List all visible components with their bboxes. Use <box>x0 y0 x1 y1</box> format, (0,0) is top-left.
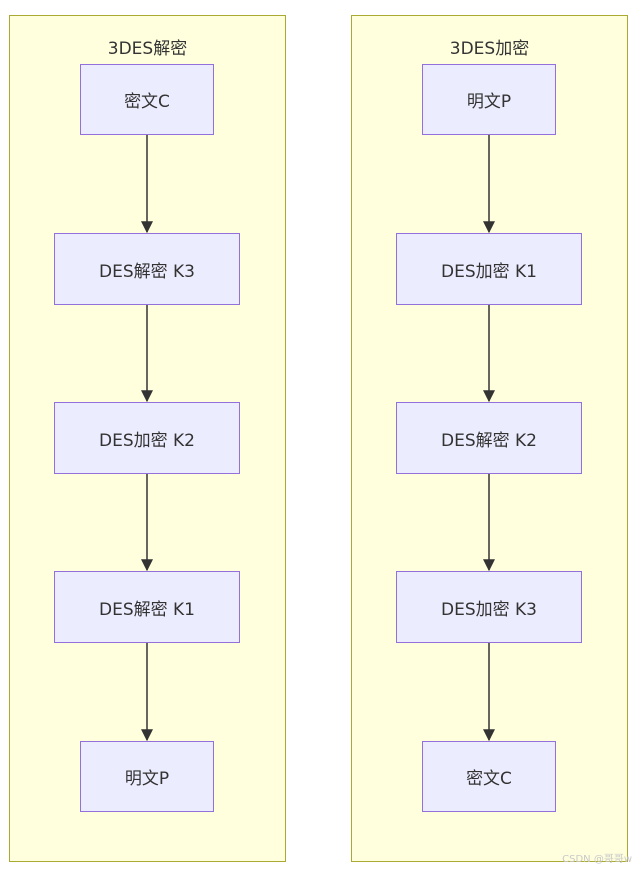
encrypt-node-des-decrypt-k2: DES解密 K2 <box>396 402 582 474</box>
decrypt-cluster-title: 3DES解密 <box>107 39 188 59</box>
encrypt-cluster-title: 3DES加密 <box>449 39 530 59</box>
encrypt-node-des-encrypt-k3: DES加密 K3 <box>396 571 582 643</box>
encrypt-node-ciphertext: 密文C <box>422 741 556 812</box>
watermark: CSDN @哥哥w <box>562 854 632 865</box>
decrypt-node-plaintext: 明文P <box>80 741 214 812</box>
decrypt-node-ciphertext: 密文C <box>80 64 214 135</box>
encrypt-node-plaintext: 明文P <box>422 64 556 135</box>
encrypt-node-des-encrypt-k1: DES加密 K1 <box>396 233 582 305</box>
decrypt-node-des-encrypt-k2: DES加密 K2 <box>54 402 240 474</box>
decrypt-node-des-decrypt-k3: DES解密 K3 <box>54 233 240 305</box>
decrypt-node-des-decrypt-k1: DES解密 K1 <box>54 571 240 643</box>
